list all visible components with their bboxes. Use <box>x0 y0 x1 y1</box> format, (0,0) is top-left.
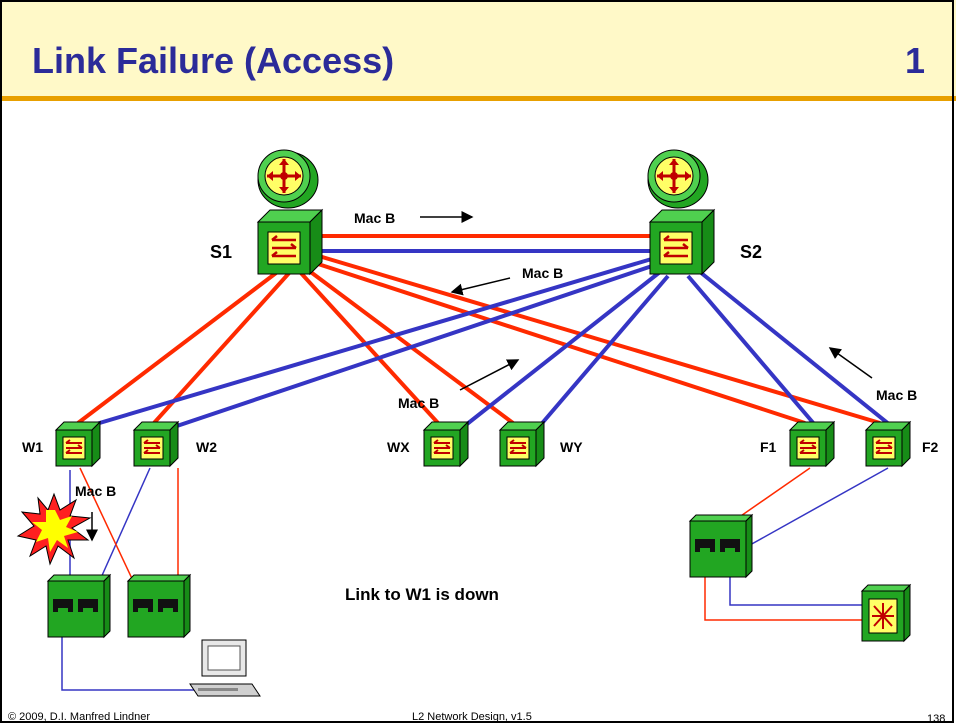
switch-f2 <box>865 421 911 467</box>
slide-title: Link Failure (Access) <box>32 40 394 81</box>
hub-left-2 <box>127 574 191 638</box>
status-text: Link to W1 is down <box>345 585 499 604</box>
footer-copyright: © 2009, D.I. Manfred Lindner <box>8 711 150 723</box>
hub-right <box>689 514 753 578</box>
slide-number: 1 <box>905 40 925 81</box>
arrows <box>86 211 873 542</box>
router-icon-s2 <box>646 148 710 210</box>
mac-label-mid: Mac B <box>398 395 439 411</box>
header-band <box>0 0 956 96</box>
footer-page: 138 <box>927 713 945 724</box>
switch-w2 <box>133 421 179 467</box>
label-w2: W2 <box>196 439 217 455</box>
label-w1: W1 <box>22 439 43 455</box>
header-rule <box>0 96 956 101</box>
label-s2: S2 <box>740 242 762 262</box>
label-wy: WY <box>560 439 583 455</box>
switch-w1 <box>55 421 101 467</box>
label-f2: F2 <box>922 439 939 455</box>
blue-links <box>85 249 892 431</box>
failure-burst-core <box>32 510 78 552</box>
server-icon <box>860 583 912 643</box>
switch-wy <box>499 421 545 467</box>
label-wx: WX <box>387 439 410 455</box>
mac-label-top: Mac B <box>354 210 395 226</box>
switch-wx <box>423 421 469 467</box>
core-switch-s2 <box>648 208 716 276</box>
footer-course: L2 Network Design, v1.5 <box>412 711 532 723</box>
mac-label-w1: Mac B <box>75 483 116 499</box>
mac-label-s2: Mac B <box>522 265 563 281</box>
switch-f1 <box>789 421 835 467</box>
core-switch-s1 <box>256 208 324 276</box>
pc-icon <box>189 639 261 697</box>
label-s1: S1 <box>210 242 232 262</box>
router-icon-s1 <box>256 148 320 210</box>
mac-label-right: Mac B <box>876 387 917 403</box>
hub-left-1 <box>47 574 111 638</box>
label-f1: F1 <box>760 439 777 455</box>
red-links <box>76 234 881 425</box>
